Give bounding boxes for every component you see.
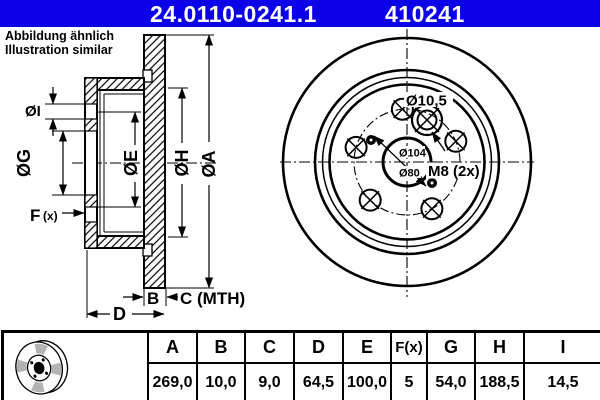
hat-edge-circle-3 xyxy=(328,83,486,241)
hat-web-bottom xyxy=(96,235,145,249)
dim-A-label: ØA xyxy=(199,150,219,177)
dim-G-label: ØG xyxy=(14,149,34,177)
col-header-G: G xyxy=(426,333,474,364)
value-I: 14,5 xyxy=(523,364,600,400)
stud-holes xyxy=(344,97,468,221)
col-header-B: B xyxy=(196,333,244,364)
col-header-A: A xyxy=(147,333,196,364)
stud-hole xyxy=(358,188,382,212)
stud-hole xyxy=(344,135,368,159)
table-disc-image-cell xyxy=(4,333,147,400)
value-H: 188,5 xyxy=(474,364,523,400)
dim-B-C-D: B C (MTH) D xyxy=(86,250,245,324)
bolt-circle xyxy=(353,108,461,216)
value-G: 54,0 xyxy=(426,364,474,400)
value-D: 64,5 xyxy=(293,364,342,400)
col-header-D: D xyxy=(293,333,342,364)
value-Fx: 5 xyxy=(390,364,426,400)
dim-C-label: C (MTH) xyxy=(180,289,245,308)
dim-F: F (x) xyxy=(30,206,85,225)
ring-relief-bottom xyxy=(142,243,153,257)
col-header-Fx: F(x) xyxy=(390,333,426,364)
part-number: 24.0110-0241.1 xyxy=(150,1,317,27)
value-C: 9,0 xyxy=(244,364,293,400)
similarity-note: Abbildung ähnlich Illustration similar xyxy=(5,29,114,57)
note-line-de: Abbildung ähnlich xyxy=(5,29,115,43)
stud-hole xyxy=(444,129,468,153)
reference-number: 410241 xyxy=(385,1,465,27)
hub-diameter-label: Ø80 xyxy=(399,168,420,180)
outer-diameter-circle xyxy=(281,36,533,288)
col-header-H: H xyxy=(474,333,523,364)
flange-hatch-4 xyxy=(84,221,98,249)
thread-spec-label: M8 (2x) xyxy=(428,163,480,180)
hat-edge-circle-1 xyxy=(313,68,501,256)
hat-web-top xyxy=(96,77,145,91)
label-bg xyxy=(426,162,480,179)
cross-section-view: ØI ØG F (x) ØE xyxy=(14,34,245,324)
flange-hatch-1 xyxy=(84,77,98,105)
title-bar: 24.0110-0241.1 410241 xyxy=(0,0,600,27)
ring-relief-top xyxy=(142,69,153,83)
dim-E: ØE xyxy=(97,111,141,208)
label-bg xyxy=(398,146,425,158)
note-line-en: Illustration similar xyxy=(5,43,113,57)
flange-hatch-3 xyxy=(84,194,98,208)
hole-diameter-label: Ø10,5 xyxy=(406,93,447,110)
dim-I: ØI xyxy=(25,87,97,136)
dim-A: ØA xyxy=(166,34,219,289)
dim-F-suffix: (x) xyxy=(43,209,58,223)
label-bg xyxy=(398,166,421,178)
dim-B-label: B xyxy=(147,289,159,308)
dim-G: ØG xyxy=(14,130,85,196)
dim-D-label: D xyxy=(113,304,126,324)
label-bg xyxy=(404,92,453,107)
col-header-C: C xyxy=(244,333,293,364)
value-E: 100,0 xyxy=(342,364,390,400)
flange-hatch-2 xyxy=(84,118,98,132)
front-view: Ø10,5 Ø104 Ø80 M8 (2x) xyxy=(280,29,534,297)
dim-I-label: ØI xyxy=(25,103,41,120)
stud-hole xyxy=(420,197,444,221)
front-view-callouts: Ø10,5 Ø104 Ø80 M8 (2x) xyxy=(373,92,480,187)
value-A: 269,0 xyxy=(147,364,196,400)
technical-drawing: ØI ØG F (x) ØE xyxy=(14,29,534,324)
dimension-table: A B C D E F(x) G H I 269,0 10,0 9,0 64,5… xyxy=(1,330,600,400)
dim-H-label: ØH xyxy=(172,150,192,177)
dim-H: ØH xyxy=(168,87,192,238)
col-header-E: E xyxy=(342,333,390,364)
brake-disc-icon xyxy=(15,339,69,395)
dim-F-label: F xyxy=(30,206,40,225)
friction-ring-section xyxy=(143,34,166,289)
hat-edge-circle-2 xyxy=(321,76,493,248)
value-B: 10,0 xyxy=(196,364,244,400)
dim-E-label: ØE xyxy=(121,150,141,176)
bolt-circle-label: Ø104 xyxy=(399,148,427,160)
col-header-I: I xyxy=(523,333,600,364)
countersunk-hole xyxy=(410,103,444,137)
m8-thread-holes xyxy=(366,135,437,188)
